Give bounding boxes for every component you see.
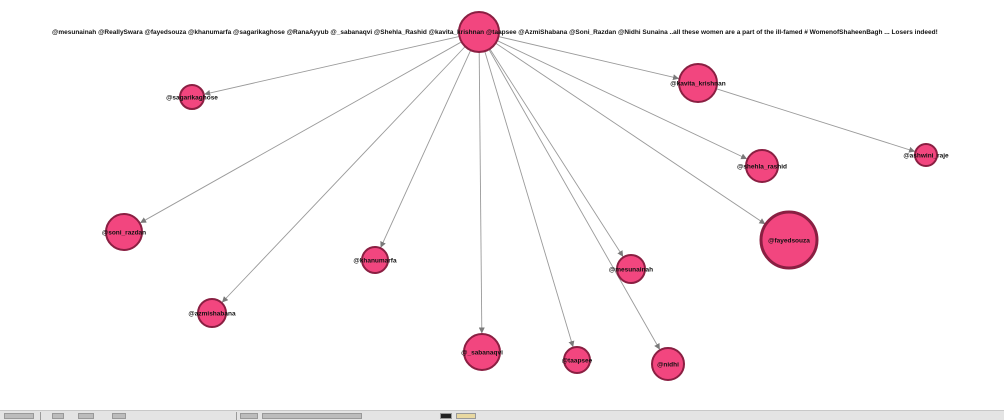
layout-icon[interactable] <box>78 413 94 419</box>
node-khanumarfa[interactable]: @khanumarfa <box>353 246 397 274</box>
node-circle-mesunainah[interactable] <box>616 254 646 284</box>
node-circle-azmishabana[interactable] <box>197 298 227 328</box>
slider-control[interactable] <box>262 413 362 419</box>
node-taapsee[interactable] <box>458 11 500 53</box>
root-tweet-label: @mesunainah @ReallySwara @fayedsouza @kh… <box>52 29 938 36</box>
node-label-shehla_rashid: @shehla_rashid <box>737 164 787 171</box>
edges-layer <box>140 35 916 350</box>
node-soni_razdan[interactable]: @soni_razdan <box>102 213 146 251</box>
node-circle-sagarikaghose[interactable] <box>179 84 205 110</box>
node-label-taapsee2: @taapsee <box>562 358 593 365</box>
edge-taapsee-to-taapsee2 <box>484 51 575 348</box>
node-circle-khanumarfa[interactable] <box>361 246 389 274</box>
edge-taapsee-to-sagarikaghose <box>204 35 460 96</box>
node-label-sagarikaghose: @sagarikaghose <box>166 95 218 102</box>
node-shehla_rashid[interactable]: @shehla_rashid <box>737 149 787 183</box>
node-circle-soni_razdan[interactable] <box>105 213 143 251</box>
edge-taapsee-to-sabanaqvi <box>478 51 485 334</box>
node-circle-fayedsouza[interactable] <box>759 210 819 270</box>
node-label-azmishabana: @azmishabana <box>188 311 236 318</box>
edge-taapsee-to-soni_razdan <box>140 41 462 224</box>
node-circle-sabanaqvi[interactable] <box>463 333 501 371</box>
node-azmishabana[interactable]: @azmishabana <box>188 298 236 328</box>
node-circle-taapsee2[interactable] <box>563 346 591 374</box>
edge-taapsee-to-mesunainah <box>489 48 624 257</box>
edge-kavita_krishnan-to-ashwini_raje <box>715 88 916 153</box>
node-sagarikaghose[interactable]: @sagarikaghose <box>166 84 218 110</box>
node-circle-ashwini_raje[interactable] <box>914 143 938 167</box>
node-label-sabanaqvi: @_sabanaqvi <box>461 350 503 357</box>
status-bar <box>0 410 1004 420</box>
tool-icon[interactable] <box>240 413 258 419</box>
node-kavita_krishnan[interactable]: @kavita_krishnan <box>670 63 726 103</box>
node-circle-shehla_rashid[interactable] <box>745 149 779 183</box>
node-label-kavita_krishnan: @kavita_krishnan <box>670 81 726 88</box>
edge-taapsee-to-nidhi <box>488 49 660 350</box>
graph-canvas[interactable]: @sagarikaghose @kavita_krishnan @ashwini_r… <box>0 0 1004 410</box>
select-icon[interactable] <box>112 413 126 419</box>
node-nidhi[interactable]: @nidhi <box>651 347 685 381</box>
node-sabanaqvi[interactable]: @_sabanaqvi <box>461 333 503 371</box>
node-taapsee2[interactable]: @taapsee <box>562 346 593 374</box>
node-circle-taapsee[interactable] <box>458 11 500 53</box>
node-circle-nidhi[interactable] <box>651 347 685 381</box>
nodes-layer: @sagarikaghose @kavita_krishnan @ashwini_r… <box>102 11 949 381</box>
node-label-khanumarfa: @khanumarfa <box>353 258 397 265</box>
node-label-ashwini_raje: @ashwini_raje <box>903 153 949 160</box>
color-swatch[interactable] <box>440 413 452 419</box>
node-label-soni_razdan: @soni_razdan <box>102 230 146 237</box>
node-mesunainah[interactable]: @mesunainah <box>609 254 653 284</box>
edge-taapsee-to-kavita_krishnan <box>498 36 680 81</box>
edge-taapsee-to-azmishabana <box>221 46 466 303</box>
separator <box>236 412 237 420</box>
node-circle-kavita_krishnan[interactable] <box>678 63 718 103</box>
node-label-fayedsouza: @fayedsouza <box>768 238 810 245</box>
node-label-nidhi: @nidhi <box>657 362 679 369</box>
edge-taapsee-to-khanumarfa <box>380 50 472 248</box>
zoom-control[interactable] <box>4 413 34 419</box>
separator <box>40 412 41 420</box>
node-fayedsouza[interactable]: @fayedsouza <box>759 210 819 270</box>
edge-taapsee-to-shehla_rashid <box>496 40 748 160</box>
node-ashwini_raje[interactable]: @ashwini_raje <box>903 143 949 167</box>
node-label-mesunainah: @mesunainah <box>609 267 653 274</box>
settings-icon[interactable] <box>456 413 476 419</box>
network-graph: @sagarikaghose @kavita_krishnan @ashwini_r… <box>52 11 949 381</box>
edge-taapsee-to-fayedsouza <box>495 42 766 225</box>
view-icon[interactable] <box>52 413 64 419</box>
